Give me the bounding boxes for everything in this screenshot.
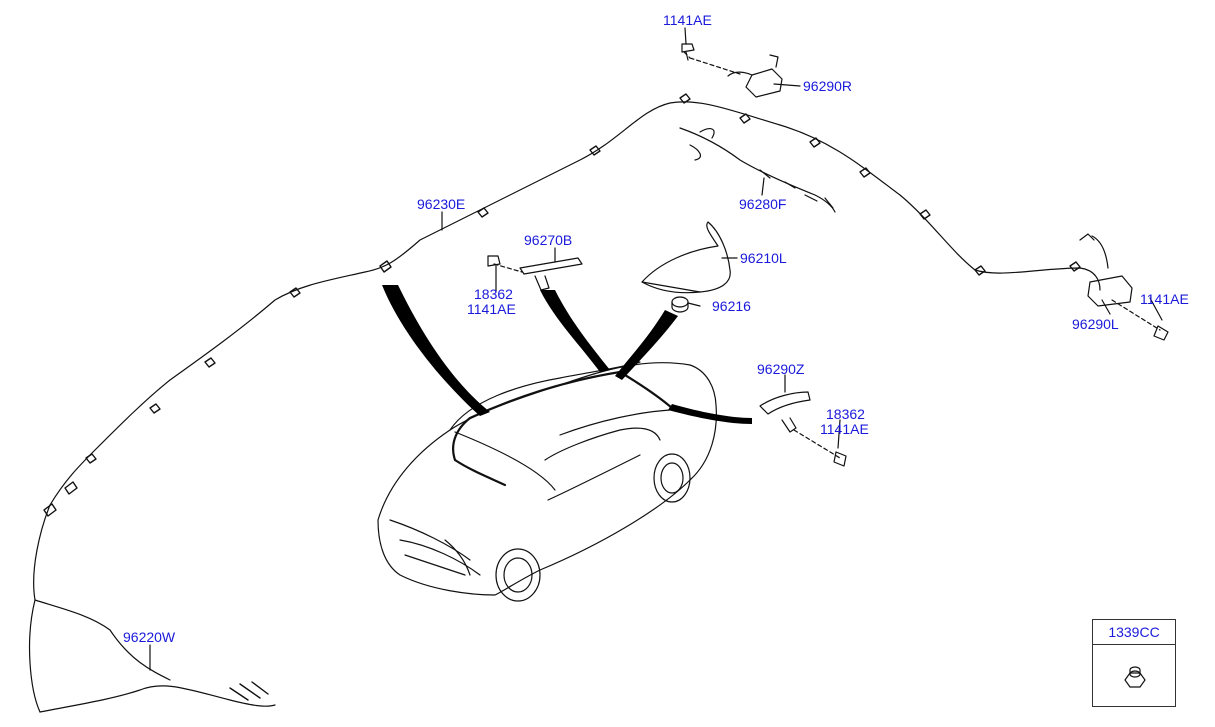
label-1141ae-top[interactable]: 1141AE [663,12,712,28]
pointer-wedge-4 [668,404,752,424]
label-96210l[interactable]: 96210L [740,250,787,266]
pointer-wedge-2 [540,290,610,372]
bolt-1141ae-right [1153,325,1169,341]
label-96216[interactable]: 96216 [712,298,751,314]
label-96290r[interactable]: 96290R [803,78,853,94]
harness-96280f [679,127,836,213]
bolt-18362-b [833,451,847,467]
label-96290l[interactable]: 96290L [1072,316,1119,332]
bolt-18362-a [487,255,501,267]
bolt-1141ae-top [681,43,695,61]
pointer-wedge-1 [382,285,490,416]
label-18362-a[interactable]: 18362 [474,286,513,302]
bracket-96270b [519,257,583,291]
label-1141ae-b[interactable]: 1141AE [820,421,869,437]
label-1141ae-a[interactable]: 1141AE [467,301,516,317]
label-96220w[interactable]: 96220W [123,629,176,645]
antenna-96210l [641,221,731,294]
bracket-96290z [759,391,811,433]
module-96290l [1079,233,1133,307]
pad-96216 [671,296,689,308]
module-96290r [727,54,783,98]
label-96290z[interactable]: 96290Z [757,361,805,377]
nut-icon [1124,666,1146,688]
label-96230e[interactable]: 96230E [417,196,466,212]
pointer-wedge-3 [615,310,678,380]
car-outline [377,361,717,602]
label-18362-b[interactable]: 18362 [826,406,865,422]
harness-96230e [28,101,1101,713]
label-1141ae-right[interactable]: 1141AE [1140,291,1189,307]
legend-part-number[interactable]: 1339CC [1093,620,1175,645]
label-96270b[interactable]: 96270B [524,232,573,248]
label-96280f[interactable]: 96280F [739,196,787,212]
legend-box: 1339CC [1092,619,1176,707]
